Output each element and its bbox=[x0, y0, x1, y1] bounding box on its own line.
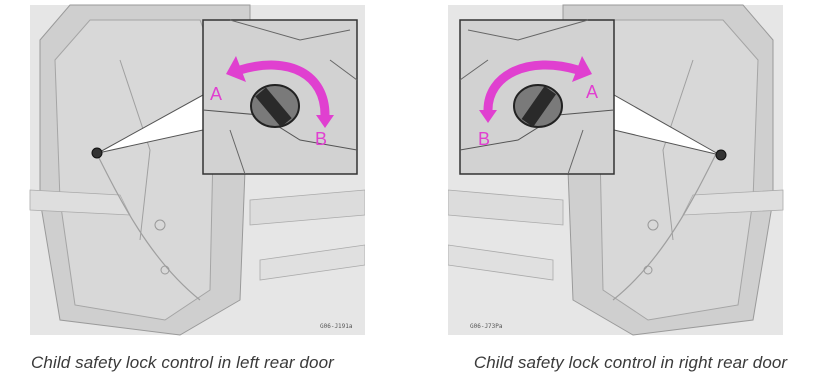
figure-caption: Child safety lock control in left rear d… bbox=[0, 353, 365, 373]
lock-location-marker bbox=[716, 150, 726, 160]
label-b: B bbox=[478, 129, 490, 149]
image-code: G06-J73Pa bbox=[470, 323, 503, 330]
figure-caption: Child safety lock control in right rear … bbox=[448, 353, 813, 373]
right-door-illustration: A B bbox=[448, 0, 813, 345]
image-code: G06-J191a bbox=[320, 323, 353, 330]
label-b: B bbox=[315, 129, 327, 149]
left-door-illustration: A B bbox=[0, 0, 365, 345]
label-a: A bbox=[210, 84, 222, 104]
figure-left-door: A B G06-J191a Child safety lock control … bbox=[0, 0, 365, 383]
figure-right-door: A B G06-J73Pa Child safety lock control … bbox=[448, 0, 813, 383]
lock-location-marker bbox=[92, 148, 102, 158]
label-a: A bbox=[586, 82, 598, 102]
